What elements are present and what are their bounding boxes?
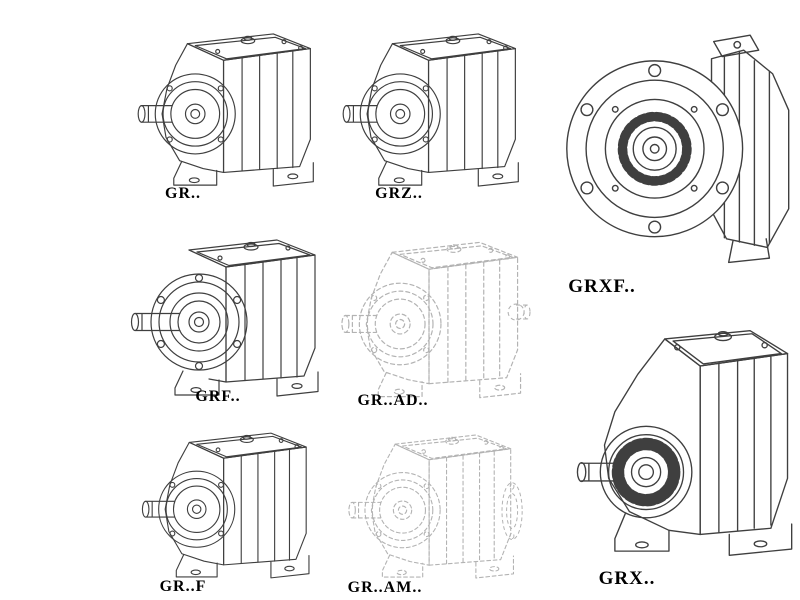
figure-grz-label: GRZ.. [375, 185, 423, 202]
figure-gr [125, 18, 325, 202]
figure-grx [537, 314, 800, 574]
grf-gearbox-drawing [125, 228, 330, 408]
figure-gr-label: GR.. [165, 185, 201, 202]
figure-grf [125, 228, 330, 408]
gr-am-gearbox-drawing [328, 424, 523, 589]
figure-grz [330, 18, 530, 202]
figure-gr-f [125, 422, 325, 589]
figure-grxf-label: GRXF.. [568, 276, 636, 297]
figure-gr-ad [328, 230, 533, 410]
figure-gr-am-label: GR..AM.. [347, 579, 423, 596]
figure-gr-am [328, 424, 533, 589]
figure-gr-ad-label: GR..AD.. [357, 392, 429, 409]
figure-gr-f-label: GR..F [159, 578, 207, 595]
input-adapter-detail [507, 303, 531, 321]
gr-f-gearbox-drawing [125, 422, 325, 589]
grxf-gearbox-drawing [538, 18, 800, 286]
figure-grx-label: GRX.. [598, 568, 656, 589]
figure-grxf [538, 18, 800, 286]
gr-gearbox-drawing [125, 18, 325, 202]
grz-gearbox-drawing [330, 18, 530, 202]
figure-grf-label: GRF.. [195, 388, 241, 405]
motor-flange-detail [501, 482, 523, 541]
gr-ad-gearbox-drawing [328, 230, 531, 410]
grx-gearbox-drawing [537, 314, 800, 574]
